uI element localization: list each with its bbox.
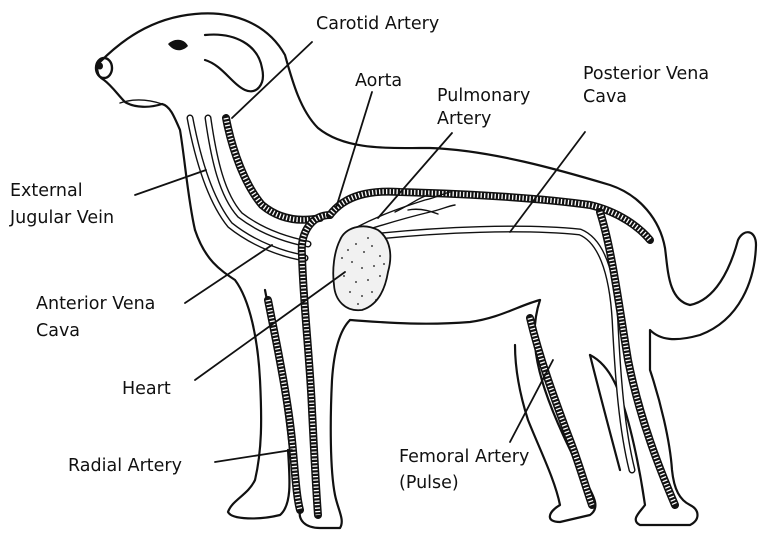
pulmonary-artery-vessel xyxy=(355,192,455,232)
label-femoral-artery-line2: (Pulse) xyxy=(399,472,459,494)
leader-heart xyxy=(195,272,345,380)
leader-carotid-artery xyxy=(232,42,312,118)
label-aorta: Aorta xyxy=(355,70,402,92)
carotid-artery-vessel xyxy=(226,118,320,220)
label-pulmonary-artery-line2: Artery xyxy=(437,108,491,130)
radial-artery-vessel xyxy=(268,300,300,510)
leader-external-jugular-vein xyxy=(135,170,206,195)
label-external-jugular-vein-line1: External xyxy=(10,180,83,202)
femoral-artery-vessel xyxy=(530,318,592,505)
label-posterior-vena-cava-line1: Posterior Vena xyxy=(583,63,709,85)
label-radial-artery: Radial Artery xyxy=(68,455,182,477)
label-anterior-vena-cava-line1: Anterior Vena xyxy=(36,293,155,315)
label-posterior-vena-cava-line2: Cava xyxy=(583,86,627,108)
heart xyxy=(333,226,390,310)
leader-radial-artery xyxy=(215,450,292,462)
label-carotid-artery: Carotid Artery xyxy=(316,13,439,35)
label-external-jugular-vein-line2: Jugular Vein xyxy=(10,207,114,229)
leader-posterior-vena-cava xyxy=(510,132,585,232)
label-anterior-vena-cava-line2: Cava xyxy=(36,320,80,342)
leader-anterior-vena-cava xyxy=(185,245,272,303)
label-heart: Heart xyxy=(122,378,171,400)
label-femoral-artery-line1: Femoral Artery xyxy=(399,446,529,468)
posterior-vena-cava-vessel xyxy=(380,229,632,470)
label-pulmonary-artery-line1: Pulmonary xyxy=(437,85,530,107)
leader-pulmonary-artery xyxy=(378,133,452,218)
